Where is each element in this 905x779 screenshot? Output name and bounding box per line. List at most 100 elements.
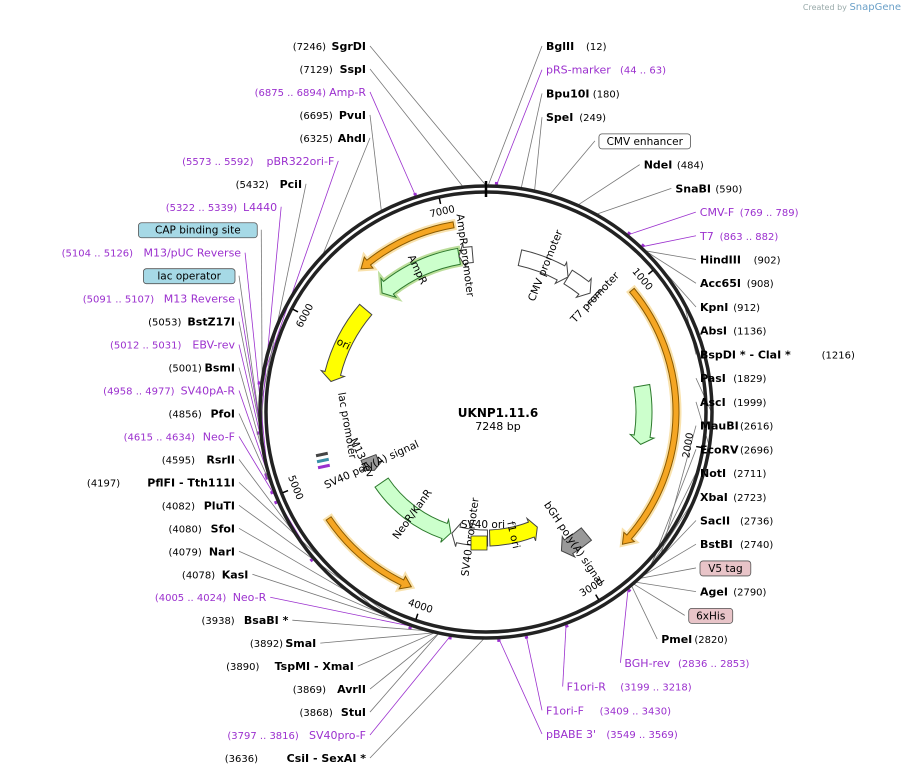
label-box bbox=[699, 560, 752, 577]
label-cmv-enhancer[interactable]: CMV enhancer bbox=[598, 133, 691, 150]
label-sacii[interactable]: SacII(2736) bbox=[700, 514, 773, 527]
label-pos: (249) bbox=[579, 113, 606, 124]
label-maubi[interactable]: MauBI(2616) bbox=[700, 420, 773, 433]
label-ebv-rev[interactable]: EBV-rev(5012 .. 5031) bbox=[110, 339, 235, 352]
label-name: lac operator bbox=[157, 271, 221, 283]
label-pasi[interactable]: PasI(1829) bbox=[700, 372, 767, 385]
label-nari[interactable]: NarI(4079) bbox=[169, 545, 235, 558]
label-t7[interactable]: T7(863 .. 882) bbox=[699, 230, 778, 243]
label-name: XbaI bbox=[700, 491, 728, 504]
label-lac-operator[interactable]: lac operator bbox=[142, 268, 236, 285]
credit-prefix: Created by bbox=[802, 3, 847, 12]
label-kpni[interactable]: KpnI(912) bbox=[700, 301, 760, 314]
label-bsmi[interactable]: BsmI(5001) bbox=[169, 362, 235, 375]
label-pfoi[interactable]: PfoI(4856) bbox=[169, 407, 235, 420]
label-box bbox=[598, 133, 691, 150]
label-bspdi-clai[interactable]: BspDI * - ClaI *(1216) bbox=[700, 348, 855, 361]
leader-6xhis bbox=[633, 583, 685, 616]
label-bsabi[interactable]: BsaBI *(3938) bbox=[201, 614, 288, 627]
site-labels: SgrDI(7246) SspI(7129) Amp-R(6875 .. 6894)… bbox=[62, 40, 855, 765]
label-pos: (3869) bbox=[293, 685, 326, 696]
label-name: F1ori-R bbox=[567, 681, 607, 694]
label-rsrii[interactable]: RsrII(4595) bbox=[162, 453, 235, 466]
label-pos: (1999) bbox=[733, 398, 766, 409]
leader-bstbi bbox=[643, 543, 697, 576]
label-spei[interactable]: SpeI(249) bbox=[546, 111, 606, 124]
label-pbabe-3[interactable]: pBABE 3'(3549 .. 3569) bbox=[546, 728, 678, 741]
label-absi[interactable]: AbsI(1136) bbox=[700, 325, 767, 338]
leader-bglii bbox=[487, 45, 543, 186]
leader-t7 bbox=[641, 235, 697, 248]
sv40-ori-label: SV40 ori bbox=[461, 519, 505, 531]
label-box bbox=[142, 268, 236, 285]
label-sfoi[interactable]: SfoI(4080) bbox=[169, 522, 235, 535]
label-hindiii[interactable]: HindIII(902) bbox=[700, 254, 781, 267]
label-sgrdi[interactable]: SgrDI(7246) bbox=[293, 40, 366, 53]
label-prs-marker[interactable]: pRS-marker(44 .. 63) bbox=[546, 64, 666, 77]
label-name: StuI bbox=[341, 706, 366, 719]
label-asci[interactable]: AscI(1999) bbox=[700, 396, 767, 409]
label-f1ori-f[interactable]: F1ori-F(3409 .. 3430) bbox=[546, 704, 671, 717]
label-pflfi-tth111i[interactable]: PflFI - Tth111I(4197) bbox=[87, 476, 235, 489]
label-cap-binding-site[interactable]: CAP binding site bbox=[138, 222, 258, 239]
label-stui[interactable]: StuI (3868) bbox=[300, 706, 366, 719]
label-m13-reverse[interactable]: M13 Reverse(5091 .. 5107) bbox=[83, 293, 235, 306]
label-snabi[interactable]: SnaBI(590) bbox=[675, 182, 742, 195]
label-bpu10i[interactable]: Bpu10I(180) bbox=[546, 87, 620, 100]
label-agei[interactable]: AgeI(2790) bbox=[700, 586, 767, 599]
label-acc65i[interactable]: Acc65I(908) bbox=[700, 277, 774, 290]
label-bstz17i[interactable]: BstZ17I(5053) bbox=[148, 316, 235, 329]
label-l4440[interactable]: L4440(5322 .. 5339) bbox=[166, 201, 277, 214]
label-kasi[interactable]: KasI(4078) bbox=[182, 568, 248, 581]
sv40-ori-box bbox=[470, 535, 488, 551]
label-name: 6xHis bbox=[696, 610, 725, 622]
label-pos: (4079) bbox=[169, 547, 202, 558]
label-noti[interactable]: NotI(2711) bbox=[700, 467, 767, 480]
label-bgh-rev[interactable]: BGH-rev(2836 .. 2853) bbox=[624, 657, 749, 670]
label-sspi[interactable]: SspI(7129) bbox=[300, 63, 366, 76]
label-pos: (4082) bbox=[162, 501, 195, 512]
label-tspmi-xmai[interactable]: TspMI - XmaI(3890) bbox=[226, 660, 354, 673]
label-pos: (3409 .. 3430) bbox=[600, 706, 672, 717]
label-sv40pro-f[interactable]: SV40pro-F(3797 .. 3816) bbox=[227, 729, 366, 742]
label-m13-puc-reverse[interactable]: M13/pUC Reverse(5104 .. 5126) bbox=[62, 247, 242, 260]
label-bglii[interactable]: BglII(12) bbox=[546, 40, 607, 53]
label-f1ori-r[interactable]: F1ori-R(3199 .. 3218) bbox=[567, 681, 692, 694]
leader-prs-marker bbox=[496, 69, 543, 186]
label-amp-r[interactable]: Amp-R(6875 .. 6894) bbox=[255, 86, 367, 99]
tick-mark bbox=[595, 594, 600, 601]
label-pcii[interactable]: PciI(5432) bbox=[236, 178, 302, 191]
label-ecorv[interactable]: EcoRV(2696) bbox=[700, 443, 773, 456]
label-avrii[interactable]: AvrII(3869) bbox=[293, 683, 366, 696]
leader-spei bbox=[534, 117, 543, 191]
label-smai[interactable]: SmaI(3892) bbox=[250, 637, 316, 650]
label-ndei[interactable]: NdeI(484) bbox=[644, 159, 704, 172]
label-pos: (2740) bbox=[740, 540, 773, 551]
label-ahdi[interactable]: AhdI(6325) bbox=[300, 132, 366, 145]
label-pvui[interactable]: PvuI(6695) bbox=[300, 109, 366, 122]
label-v5-tag[interactable]: V5 tag bbox=[699, 560, 752, 577]
label-pmei[interactable]: PmeI(2820) bbox=[661, 633, 728, 646]
label-xbai[interactable]: XbaI(2723) bbox=[700, 491, 767, 504]
label-neo-r[interactable]: Neo-R(4005 .. 4024) bbox=[155, 591, 267, 604]
label-pluti[interactable]: PluTI(4082) bbox=[162, 499, 235, 512]
label-name: CAP binding site bbox=[155, 225, 241, 237]
label-name: AgeI bbox=[700, 586, 728, 599]
label-name: pBABE 3' bbox=[546, 728, 596, 741]
label-bstbi[interactable]: BstBI(2740) bbox=[700, 538, 773, 551]
feature-ampr-promoter bbox=[458, 243, 474, 268]
label-6xhis[interactable]: 6xHis bbox=[688, 607, 734, 624]
label-name: Bpu10I bbox=[546, 87, 590, 100]
feature-orf-orange-2 bbox=[325, 516, 413, 590]
tick-label: 7000 bbox=[429, 204, 456, 220]
label-cmv-f[interactable]: CMV-F(769 .. 789) bbox=[700, 206, 799, 219]
snapgene-credit: Created by SnapGene bbox=[803, 2, 901, 13]
label-pbr322ori-f[interactable]: pBR322ori-F(5573 .. 5592) bbox=[182, 155, 334, 168]
label-neo-f[interactable]: Neo-F(4615 .. 4634) bbox=[124, 430, 235, 443]
label-sv40pa-r[interactable]: SV40pA-R(4958 .. 4977) bbox=[103, 385, 235, 398]
label-pos: (44 .. 63) bbox=[620, 66, 666, 77]
leader-avrii bbox=[369, 633, 439, 690]
label-pos: (3868) bbox=[300, 708, 333, 719]
label-name: EBV-rev bbox=[192, 339, 235, 352]
label-csii-sexai[interactable]: CsiI - SexAI *(3636) bbox=[225, 752, 367, 765]
